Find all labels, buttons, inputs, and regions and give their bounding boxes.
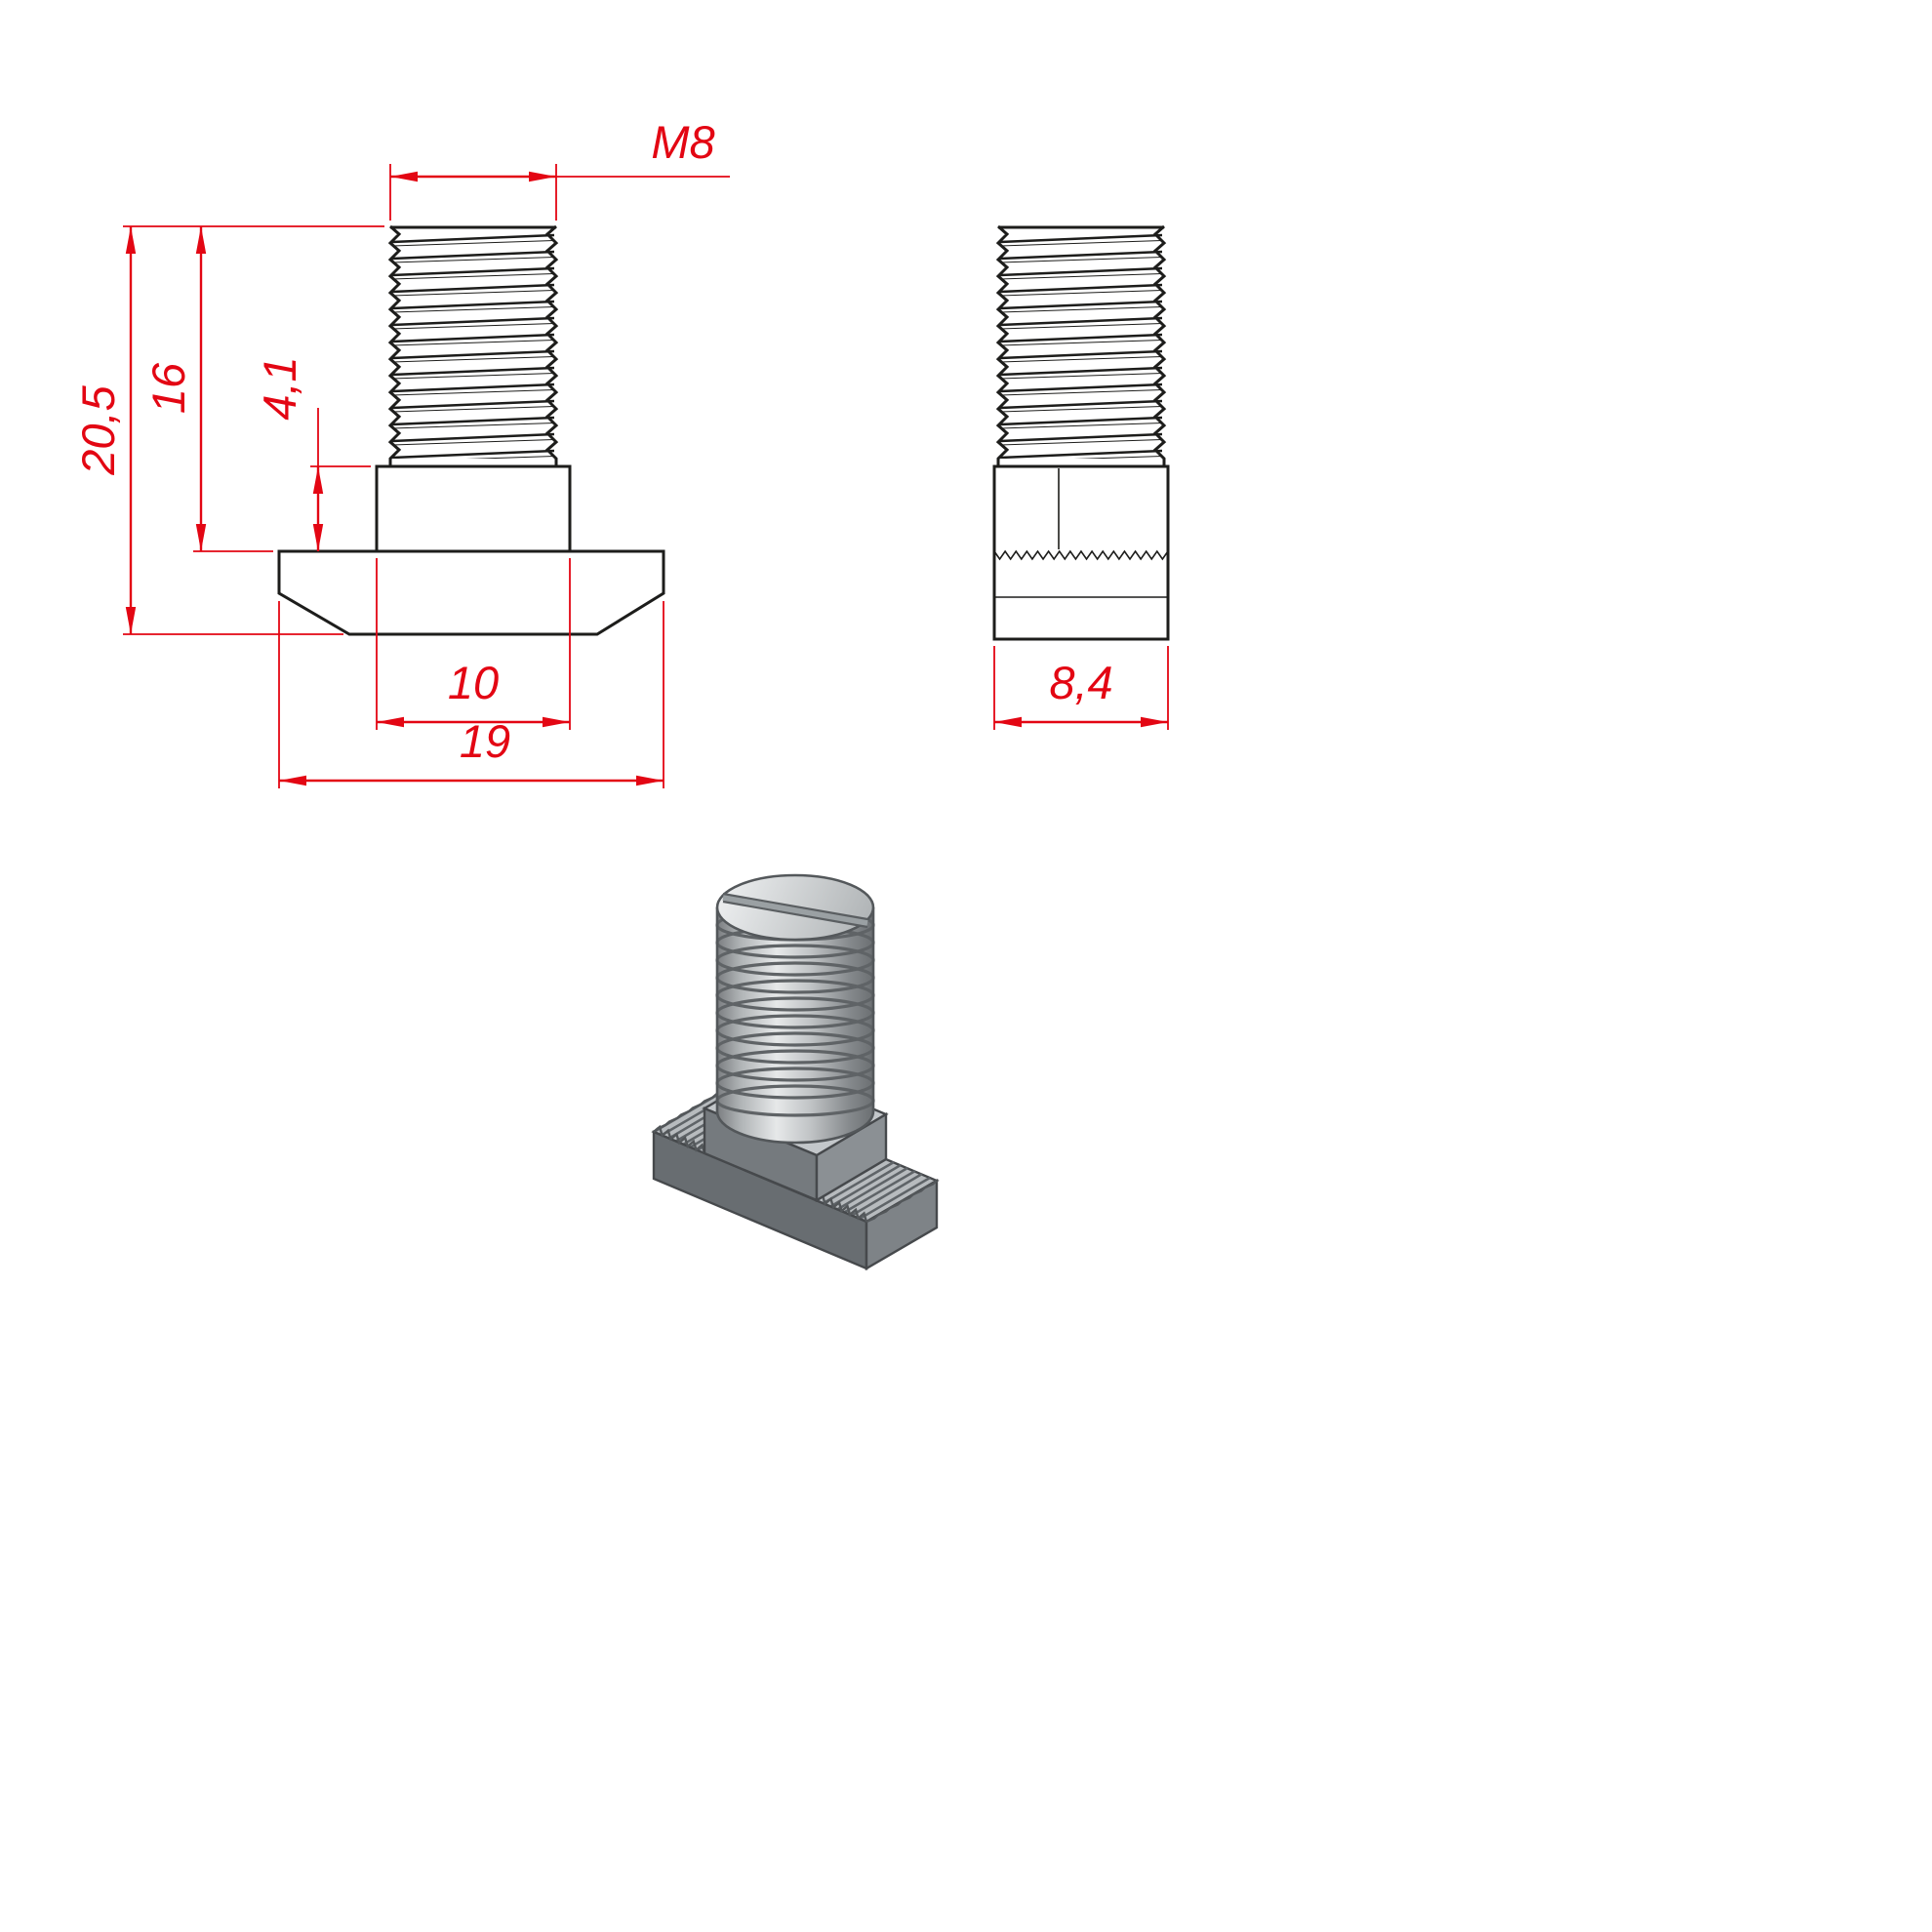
cylinder-outline xyxy=(715,907,875,1145)
dim-label-neck-height: 4,1 xyxy=(254,356,305,420)
dim-m8: M8 xyxy=(389,116,730,221)
isometric-view xyxy=(651,873,940,1271)
dim-head-width: 19 xyxy=(278,601,664,788)
top-slot xyxy=(722,892,868,929)
dim-shank-length: 16 xyxy=(142,226,273,552)
thread-left-edge xyxy=(387,224,402,466)
serrated-edge-left-front xyxy=(653,1124,706,1154)
side-view: 8,4 xyxy=(992,224,1170,730)
serrated-edge-right-front xyxy=(816,1192,868,1223)
head-outline xyxy=(277,549,665,636)
dim-label-head-thickness: 8,4 xyxy=(1049,657,1112,708)
dim-label-total-height: 20,5 xyxy=(72,384,124,475)
side-thread-profile xyxy=(996,224,1166,468)
neck-outline xyxy=(375,464,572,553)
front-view: M8 20,5 16 4,1 10 xyxy=(72,116,730,788)
dim-neck-height: 4,1 xyxy=(254,356,371,551)
dim-label-neck-width: 10 xyxy=(448,657,499,708)
serrated-edge-right-end xyxy=(865,1180,938,1224)
serrated-edge-left-end xyxy=(653,1089,725,1133)
thread-profile xyxy=(387,224,559,466)
side-serration-line xyxy=(993,549,1169,561)
cylinder-body xyxy=(717,907,873,1143)
dim-label-thread: M8 xyxy=(651,116,714,168)
dim-label-shank-length: 16 xyxy=(142,362,194,414)
side-head-outline xyxy=(992,464,1170,641)
dim-head-thickness: 8,4 xyxy=(993,646,1169,730)
thread-right-edge xyxy=(544,224,559,466)
dim-label-head-width: 19 xyxy=(460,715,510,767)
dim-total-height: 20,5 xyxy=(72,225,384,635)
dim-neck-width: 10 xyxy=(376,558,571,730)
